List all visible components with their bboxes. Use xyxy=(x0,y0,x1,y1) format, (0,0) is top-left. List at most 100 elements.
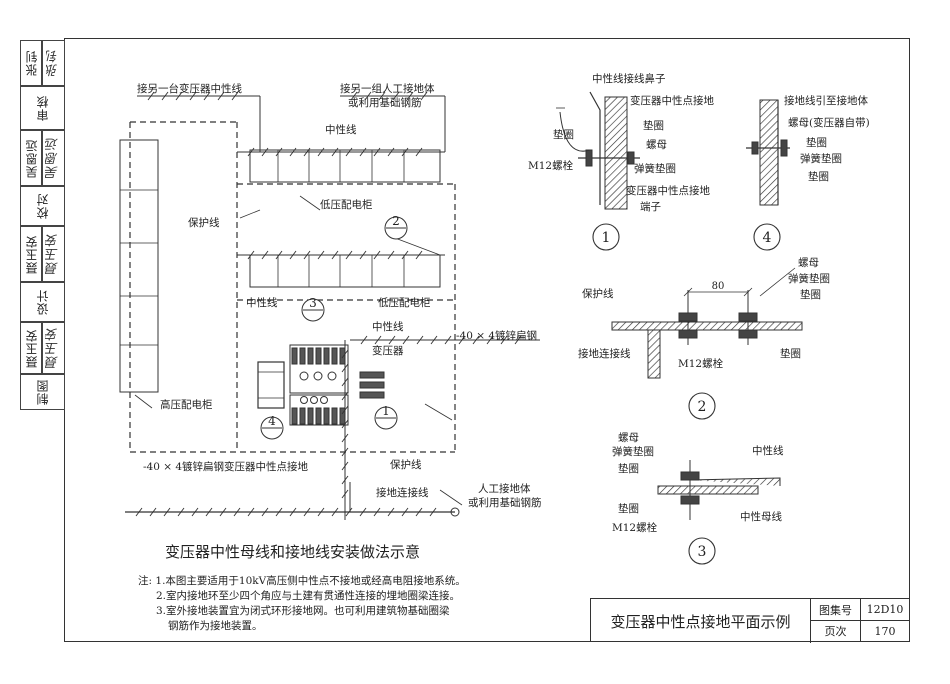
d2-label-6: 垫圈 xyxy=(780,348,801,360)
ground-tick xyxy=(341,363,349,373)
d4-label-1: 螺母(变压器自带) xyxy=(788,117,870,129)
atlas-value: 12D10 xyxy=(861,599,909,621)
d1-label-3: 垫圈 xyxy=(553,129,574,141)
marker-detail-2: 2 xyxy=(698,399,707,415)
ground-tick xyxy=(233,507,241,517)
note-item-3: 3.室外接地装置宜为闭式环形接地网。也可利用建筑物基础圈梁 xyxy=(156,605,450,617)
side-cell-0: 张钊 xyxy=(20,40,42,86)
label-artificial-ground-2: 或利用基础钢筋 xyxy=(348,97,422,109)
d3-label-5: M12螺栓 xyxy=(612,522,658,534)
label-flat-steel-right: -40 × 4镀锌扁钢 xyxy=(456,330,538,342)
label-lv-cabinet-1: 低压配电柜 xyxy=(320,199,373,211)
ground-tick xyxy=(275,507,283,517)
side-cell-3: 校对 xyxy=(20,186,65,226)
side-cell-2: 吴恩远 xyxy=(20,130,42,186)
neutral-tick xyxy=(359,250,367,260)
neutral-tick xyxy=(444,335,452,345)
detail-1 xyxy=(556,91,640,210)
neutral-tick xyxy=(359,147,367,157)
d2-label-3: 保护线 xyxy=(582,288,614,300)
ground-tick xyxy=(359,507,367,517)
ground-tick xyxy=(331,507,339,517)
neutral-tick xyxy=(261,250,269,260)
title-block: 变压器中性点接地平面示例 图集号 12D10 页次 170 xyxy=(590,598,910,643)
neutral-tick xyxy=(217,91,225,101)
d1-label-2: 垫圈 xyxy=(643,120,664,132)
note-item-1: 1.本图主要适用于10kV高压侧中性点不接地或经高电阻接地系统。 xyxy=(155,575,466,587)
neutral-tick xyxy=(416,335,424,345)
d4-label-4: 垫圈 xyxy=(808,171,829,183)
neutral-tick xyxy=(378,91,386,101)
ground-tick xyxy=(387,507,395,517)
ground-tick xyxy=(317,507,325,517)
d3-label-6: 中性母线 xyxy=(740,511,782,523)
side-cell-5: 设计 xyxy=(20,282,65,322)
ground-tick xyxy=(205,507,213,517)
d1-label-8: 端子 xyxy=(640,201,661,213)
neutral-tick xyxy=(189,91,197,101)
neutral-tick xyxy=(303,147,311,157)
neutral-tick xyxy=(374,335,382,345)
d3-label-3: 中性线 xyxy=(752,445,784,457)
neutral-tick xyxy=(387,147,395,157)
neutral-tick xyxy=(231,91,239,101)
detail-markers xyxy=(592,223,781,565)
ground-tick xyxy=(341,377,349,387)
neutral-tick xyxy=(350,91,358,101)
ground-tick xyxy=(429,507,437,517)
detail-2 xyxy=(611,267,803,379)
ground-tick xyxy=(135,507,143,517)
d2-label-5: M12螺栓 xyxy=(678,358,724,370)
d1-label-5: M12螺栓 xyxy=(528,160,574,172)
label-artificial-ground-1: 接另一组人工接地体 xyxy=(340,83,435,95)
ground-tick xyxy=(373,507,381,517)
neutral-tick xyxy=(345,250,353,260)
label-transformer: 变压器 xyxy=(372,345,404,357)
neutral-tick xyxy=(303,250,311,260)
high-voltage-cabinet xyxy=(119,139,159,393)
neutral-tick xyxy=(203,91,211,101)
neutral-tick xyxy=(514,335,522,345)
neutral-tick xyxy=(401,147,409,157)
side-cell-1: 审核 xyxy=(20,86,65,130)
neutral-tick xyxy=(364,91,372,101)
side-cell-4: 聂玉安 xyxy=(20,226,42,282)
d4-label-3: 弹簧垫圈 xyxy=(800,153,842,165)
marker-detail-4: 4 xyxy=(763,230,772,246)
neutral-tick xyxy=(500,335,508,345)
neutral-tick xyxy=(247,250,255,260)
low-voltage-cabinet-1 xyxy=(249,149,441,183)
neutral-tick xyxy=(458,335,466,345)
neutral-tick xyxy=(331,250,339,260)
neutral-tick xyxy=(388,335,396,345)
ground-tick xyxy=(341,461,349,471)
notes-block: 注: 1.本图主要适用于10kV高压侧中性点不接地或经高电阻接地系统。 2.室内… xyxy=(138,574,466,634)
ground-tick xyxy=(341,433,349,443)
main-markers xyxy=(260,216,408,440)
low-voltage-cabinet-2 xyxy=(249,254,441,288)
neutral-tick xyxy=(360,335,368,345)
d3-label-2: 垫圈 xyxy=(618,463,639,475)
neutral-tick xyxy=(345,147,353,157)
detail-3 xyxy=(657,460,781,520)
neutral-tick xyxy=(406,91,414,101)
title-block-title: 变压器中性点接地平面示例 xyxy=(591,599,811,643)
ground-tick xyxy=(219,507,227,517)
label-neutral-top: 中性线 xyxy=(325,124,357,136)
neutral-tick xyxy=(289,147,297,157)
ground-tick xyxy=(177,507,185,517)
d3-label-1: 弹簧垫圈 xyxy=(612,446,654,458)
ground-tick xyxy=(163,507,171,517)
neutral-tick xyxy=(486,335,494,345)
marker-detail-1: 1 xyxy=(602,230,611,246)
neutral-tick xyxy=(331,147,339,157)
side-cell-7: 制图 xyxy=(20,374,65,410)
detail-4 xyxy=(746,99,790,206)
side-sign-cell-0: 张钊 xyxy=(42,40,65,86)
label-lv-cabinet-2: 低压配电柜 xyxy=(378,297,431,309)
ground-tick xyxy=(345,507,353,517)
ground-tick xyxy=(415,507,423,517)
neutral-tick xyxy=(175,91,183,101)
note-item-4: 钢筋作为接地装置。 xyxy=(168,620,263,632)
